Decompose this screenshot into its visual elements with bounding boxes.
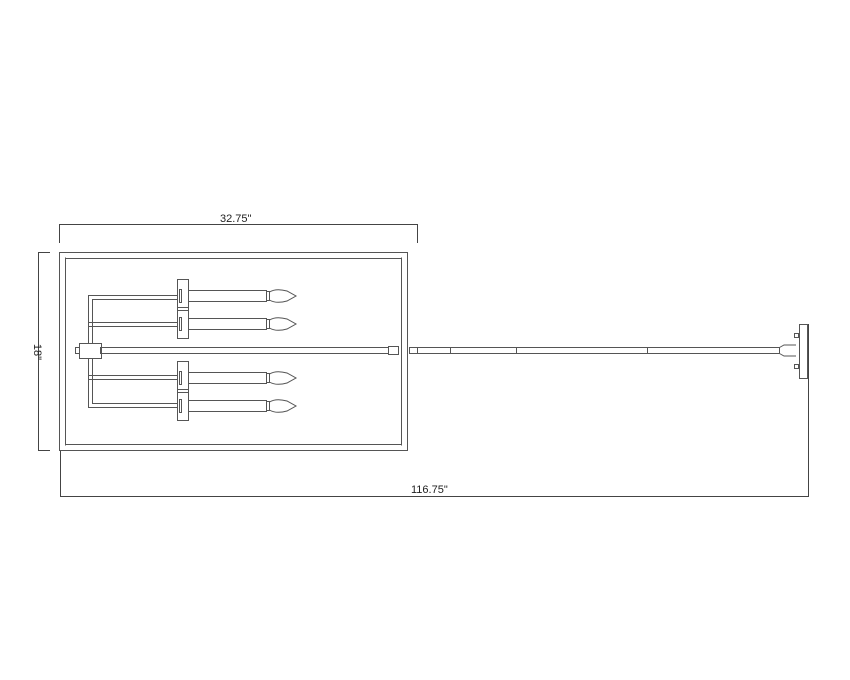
height-dimension-line xyxy=(38,252,50,451)
overall-length-dimension-line xyxy=(60,324,809,497)
width-dimension-line xyxy=(59,224,418,243)
candle xyxy=(177,279,298,311)
height-dimension-label: 18" xyxy=(31,343,44,361)
width-dimension-label: 32.75" xyxy=(220,213,252,225)
overall-length-dimension-label: 116.75" xyxy=(411,484,448,496)
wall-canopy xyxy=(794,324,808,379)
candle xyxy=(177,361,298,393)
candles xyxy=(177,279,298,421)
support-rod xyxy=(100,344,796,357)
candle-arms xyxy=(88,295,177,408)
candle xyxy=(177,307,298,339)
rectangular-frame xyxy=(59,252,408,451)
center-hub xyxy=(75,343,102,359)
candle xyxy=(177,389,298,421)
